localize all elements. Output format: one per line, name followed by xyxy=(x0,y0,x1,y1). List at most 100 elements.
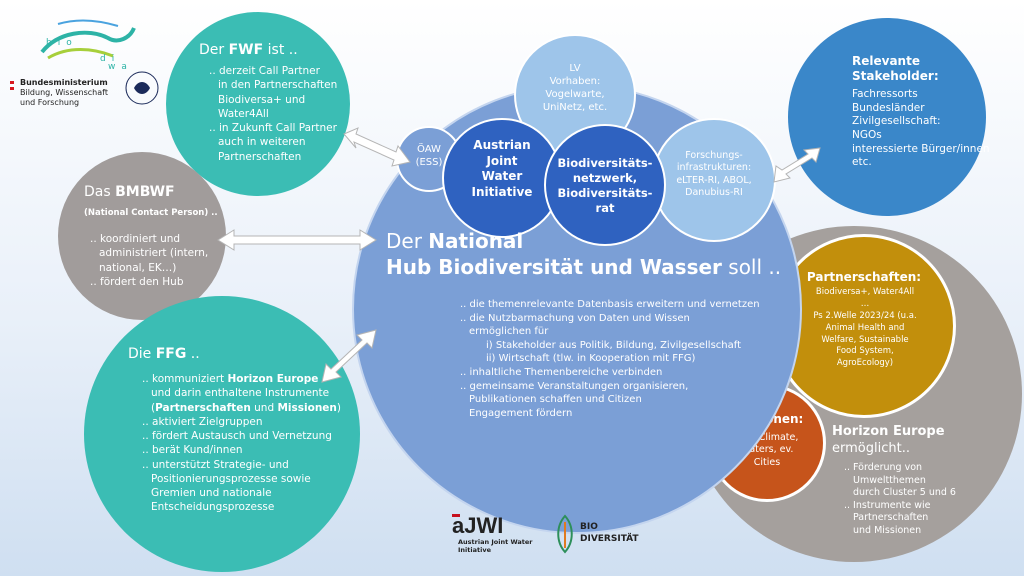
fwf-line: Water4All xyxy=(218,107,269,120)
partnerschaften-line: … xyxy=(860,298,870,309)
ministry-logo: Bundesministerium Bildung, Wissenschaft … xyxy=(10,78,130,118)
bdn-line: netzwerk, xyxy=(572,170,638,185)
bmbwf-line: administriert (intern, xyxy=(99,247,209,260)
ajwi-line: Initiative xyxy=(471,184,533,199)
hub-line: .. die themenrelevante Datenbasis erweit… xyxy=(460,299,760,310)
arrow-ffg-hub-icon xyxy=(321,329,377,383)
partnerschaften-title: Partnerschaften: xyxy=(806,270,922,284)
fwf-line: Partnerschaften xyxy=(218,150,302,163)
fwf-line: in den Partnerschaften xyxy=(218,79,338,92)
horizon-text: .. Förderung von Umweltthemen durch Clus… xyxy=(844,462,956,537)
horizon-title: Horizon Europe ermöglicht.. xyxy=(832,424,945,457)
hub-text: .. die themenrelevante Datenbasis erweit… xyxy=(460,298,760,420)
missionen-line: Cities xyxy=(753,456,781,468)
fwf-line: .. derzeit Call Partner xyxy=(209,65,320,77)
biodiwa-swirl-icon xyxy=(40,19,136,60)
missionen-line: Waters, ev. xyxy=(740,444,794,456)
ffg-line3-mid: und xyxy=(250,401,278,414)
fwf-title-bold: FWF xyxy=(228,42,264,58)
hub-subline: ii) Wirtschaft (tlw. in Kooperation mit … xyxy=(486,353,696,365)
stakeholder-title-line: Relevante xyxy=(852,54,920,68)
ajwi-logo-accent xyxy=(452,514,460,517)
ffg-line: .. berät Kund/innen xyxy=(142,444,243,457)
ajwi-logo-mark: aJWI xyxy=(452,513,504,538)
bmbwf-line: national, EK…) xyxy=(99,261,177,274)
oeaw-text: ÖAW (ESS) xyxy=(396,143,462,169)
ffg-line: .. unterstützt Strategie- und xyxy=(142,458,289,471)
biodiversitaet-logo: BIO DIVERSITÄT xyxy=(552,512,639,558)
ffg-line3-bold2: Missionen xyxy=(277,401,337,414)
bdn-line: Biodiversitäts- xyxy=(557,185,653,200)
hub-line: .. inhaltliche Themenbereiche verbinden xyxy=(460,366,663,378)
ffg-line3-close: ) xyxy=(336,401,342,414)
stakeholder-circle xyxy=(788,18,986,216)
bio-logo-line2: DIVERSITÄT xyxy=(580,534,639,544)
partnerschaften-line: AgroEcology) xyxy=(836,358,894,369)
partnerschaften-line: Food System, xyxy=(836,346,894,357)
stakeholder-line: Zivilgesellschaft: xyxy=(852,115,941,128)
missionen-line: Soil, Climate, xyxy=(735,432,799,443)
fwf-title: Der FWF ist .. xyxy=(199,42,298,60)
ffg-line1-prefix: .. kommuniziert xyxy=(142,373,228,385)
ffg-title-prefix: Die xyxy=(128,346,156,362)
fwf-line: auch in weiteren xyxy=(218,136,306,149)
horizon-title-bold: Horizon Europe xyxy=(832,424,945,439)
hub-line: Publikationen schaffen und Citizen xyxy=(469,394,642,406)
hub-line: .. gemeinsame Veranstaltungen organisier… xyxy=(460,380,689,392)
ajwi-line: Water xyxy=(481,169,523,184)
partnerschaften-line: Ps 2.Welle 2023/24 (u.a. xyxy=(813,310,917,321)
ministry-name-line3: und Forschung xyxy=(20,98,80,107)
fwf-line: .. in Zukunft Call Partner xyxy=(209,122,337,135)
ffg-line3-bold1: Partnerschaften xyxy=(155,401,251,414)
stakeholder-line: NGOs xyxy=(852,128,882,141)
partnerschaften-line: Welfare, Sustainable xyxy=(821,334,909,345)
partnerschaften-line: Animal Health and xyxy=(825,322,905,333)
fwf-text: .. derzeit Call Partner in den Partnersc… xyxy=(209,64,337,164)
biodiwa-letter: b xyxy=(46,38,58,48)
fwf-title-prefix: Der xyxy=(199,42,229,58)
ajwi-logo: aJWI Austrian Joint Water Initiative xyxy=(452,512,542,562)
ministry-name: Bundesministerium xyxy=(20,78,108,87)
ajwi-line: Austrian xyxy=(473,138,531,152)
bdn-line: Biodiversitäts- xyxy=(557,156,653,170)
stakeholder-line: interessierte Bürger/innen xyxy=(852,142,990,155)
lv-line: Vogelwarte, xyxy=(545,89,605,100)
stakeholder-line: Fachressorts xyxy=(852,88,918,100)
ffg-line: .. kommuniziert Horizon Europe xyxy=(142,372,341,386)
arrow-bmbwf-hub-icon xyxy=(217,229,377,251)
bdn-text: Biodiversitäts- netzwerk, Biodiversitäts… xyxy=(544,156,666,216)
fwf-line: Biodiversa+ und xyxy=(218,93,306,106)
lv-line: LV xyxy=(569,63,581,74)
biodiwa-letter: i xyxy=(111,54,121,64)
missionen-text: Soil, Climate, Waters, ev. Cities xyxy=(708,432,826,469)
ffg-line: und darin enthaltene Instrumente xyxy=(151,387,330,400)
ffg-line1-bold: Horizon Europe xyxy=(227,373,319,385)
biodiversitaet-leaf-icon xyxy=(557,514,573,554)
forschung-line: infrastrukturen: xyxy=(676,162,752,174)
hub-title-suffix: soll .. xyxy=(721,255,782,279)
ffg-line: Positionierungsprozesse sowie xyxy=(151,472,311,485)
forschung-line: eLTER-RI, ABOL, xyxy=(676,174,752,186)
bmbwf-text: .. koordiniert und administriert (intern… xyxy=(90,232,208,289)
hub-line: .. die Nutzbarmachung von Daten und Wiss… xyxy=(460,312,690,324)
biodiwa-letter: i xyxy=(57,38,67,48)
hub-subline: i) Stakeholder aus Politik, Bildung, Ziv… xyxy=(486,339,742,351)
hub-title-bold1: National xyxy=(428,229,524,253)
ffg-line: (Partnerschaften und Missionen) xyxy=(142,401,341,415)
forschung-text: Forschungs- infrastrukturen: eLTER-RI, A… xyxy=(652,150,776,199)
ffg-line: .. fördert Austausch und Vernetzung xyxy=(142,430,332,443)
biodiwa-letter: o xyxy=(66,38,78,48)
hub-title-prefix: Der xyxy=(386,229,429,253)
lv-line: Vorhaben: xyxy=(549,76,601,87)
forschung-line: Forschungs- xyxy=(685,150,743,161)
bmbwf-subtitle: (National Contact Person) .. xyxy=(84,208,218,218)
biodiwa-letter: d xyxy=(100,54,112,64)
hub-title-bold2: Hub Biodiversität und Wasser xyxy=(386,255,722,279)
ajwi-text: Austrian Joint Water Initiative xyxy=(442,138,562,200)
austria-flag-icon xyxy=(10,81,14,90)
partnerschaften-text: Biodiversa+, Water4All … Ps 2.Welle 2023… xyxy=(782,287,948,370)
ministry-name-line2: Bildung, Wissenschaft xyxy=(20,88,108,97)
oeaw-line: ÖAW xyxy=(417,144,441,155)
ajwi-circle xyxy=(442,118,562,238)
horizon-line: Partnerschaften xyxy=(853,512,929,524)
